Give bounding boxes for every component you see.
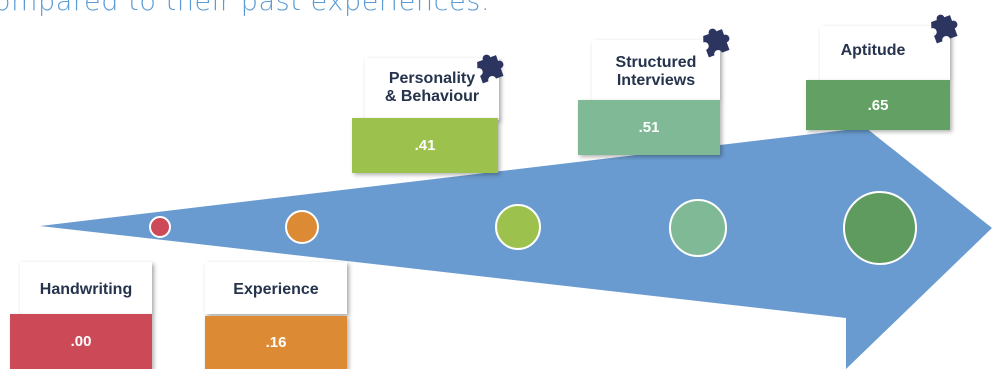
experience-card: [205, 262, 347, 314]
aptitude-label: Aptitude: [840, 42, 906, 59]
interviews-value: .51: [578, 100, 720, 155]
experience-label: Experience: [233, 281, 319, 298]
experience-value: .16: [205, 316, 347, 369]
interviews-card: [592, 40, 720, 100]
headline-text: ompared to their past experiences.: [0, 0, 491, 17]
interviews-label-line2: Interviews: [616, 72, 696, 89]
aptitude-value: .65: [806, 80, 950, 130]
puzzle-piece-icon: [703, 28, 730, 58]
personality-label-line1: Personality: [388, 70, 476, 87]
interviews-label-line1: Structured: [615, 54, 697, 71]
aptitude-card: [820, 26, 950, 80]
interviews-marker: [669, 199, 727, 257]
puzzle-piece-icon: [931, 14, 958, 44]
handwriting-label: Handwriting: [39, 281, 133, 298]
puzzle-piece-icon: [477, 54, 504, 84]
handwriting-value: .00: [10, 314, 152, 369]
experience-marker: [285, 210, 319, 244]
handwriting-marker: [149, 216, 171, 238]
personality-label-line2: & Behaviour: [384, 88, 480, 105]
aptitude-marker: [843, 191, 917, 265]
personality-card: [365, 58, 499, 120]
personality-value: .41: [352, 118, 498, 173]
personality-marker: [495, 204, 541, 250]
handwriting-card: [20, 262, 152, 314]
